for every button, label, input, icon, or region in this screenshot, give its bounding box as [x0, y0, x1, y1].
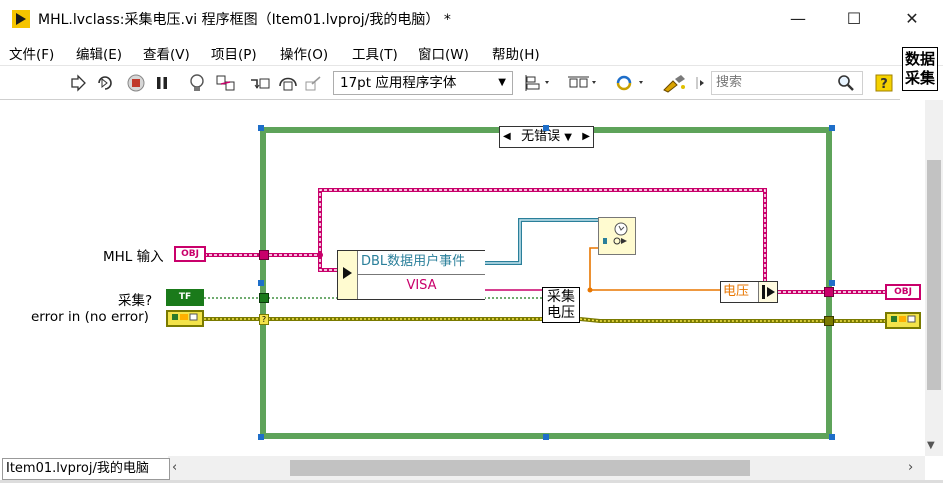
user-event-wire[interactable] [484, 218, 598, 265]
unbundle-by-name-node[interactable]: DBL数据用户事件 VISA [337, 250, 485, 300]
bundle-item-voltage[interactable]: 电压 [721, 282, 759, 302]
mhl-input-label: MHL 输入 [103, 249, 164, 265]
context-help-icon[interactable]: ? [873, 72, 895, 94]
menu-edit[interactable]: 编辑(E) [76, 47, 123, 63]
pause-icon[interactable] [152, 72, 172, 94]
wire-junction [587, 287, 593, 293]
step-out-icon[interactable] [303, 72, 327, 94]
error-out-cluster-terminal[interactable] [885, 312, 921, 329]
search-arrow-icon [694, 72, 708, 94]
resize-handle[interactable] [258, 434, 264, 440]
menu-window[interactable]: 窗口(W) [418, 47, 469, 63]
object-wire[interactable] [204, 188, 885, 294]
object-terminal-text: OBJ [181, 249, 199, 259]
maximize-button[interactable]: ☐ [846, 9, 862, 28]
mhl-input-terminal[interactable]: OBJ [174, 246, 206, 262]
menu-operate[interactable]: 操作(O) [280, 47, 329, 63]
resize-handle[interactable] [258, 280, 264, 286]
clean-up-diagram-icon[interactable] [660, 72, 690, 94]
title-bar [0, 0, 943, 38]
project-path-status: Item01.lvproj/我的电脑 [2, 458, 170, 480]
object-input-tunnel[interactable] [259, 250, 269, 260]
reorder-icon[interactable] [612, 72, 648, 94]
labview-app-icon [12, 10, 30, 28]
font-select[interactable]: 17pt 应用程序字体 ▼ [333, 71, 513, 95]
toolbar: 17pt 应用程序字体 ▼ 搜索 ? [0, 66, 900, 100]
bundle-by-name-node[interactable]: 电压 [720, 281, 778, 303]
chevron-down-icon[interactable]: ▼ [564, 132, 572, 143]
run-arrow-icon[interactable] [68, 72, 88, 94]
search-placeholder: 搜索 [716, 75, 743, 90]
minimize-button[interactable]: — [790, 9, 806, 28]
svg-text:?: ? [880, 77, 888, 92]
mhl-output-terminal[interactable]: OBJ [885, 284, 921, 300]
boolean-terminal-text: TF [178, 292, 192, 302]
step-into-icon[interactable] [248, 72, 272, 94]
data-acquisition-palette-button[interactable]: 数据 采集 [902, 47, 938, 91]
window-title: MHL.lvclass:采集电压.vi 程序框图（Item01.lvproj/我… [38, 12, 451, 28]
scroll-down-icon[interactable]: ▼ [927, 440, 935, 451]
increment-arrow-icon[interactable]: ▶ [582, 131, 590, 142]
resize-handle[interactable] [829, 125, 835, 131]
run-continuous-icon[interactable] [94, 72, 116, 94]
wire-junction [317, 252, 323, 258]
resize-handle[interactable] [543, 434, 549, 440]
object-output-tunnel[interactable] [824, 287, 834, 297]
menu-help[interactable]: 帮助(H) [492, 47, 540, 63]
boolean-input-tunnel[interactable] [259, 293, 269, 303]
resize-handle[interactable] [829, 280, 835, 286]
search-icon[interactable] [835, 72, 857, 94]
menu-view[interactable]: 查看(V) [143, 47, 190, 63]
resize-handle[interactable] [829, 434, 835, 440]
font-select-value: 17pt 应用程序字体 [340, 75, 457, 91]
resize-handle[interactable] [543, 125, 549, 131]
step-over-icon[interactable] [276, 72, 300, 94]
acquire-boolean-terminal[interactable]: TF [166, 289, 204, 306]
error-in-label: error in (no error) [31, 309, 149, 325]
error-in-cluster-terminal[interactable] [166, 310, 204, 327]
distribute-objects-icon[interactable] [566, 72, 600, 94]
scroll-right-icon[interactable]: › [908, 460, 914, 475]
user-event-icon [603, 222, 628, 245]
acquire-voltage-subvi[interactable]: 采集 电压 [542, 287, 580, 323]
highlight-execution-icon[interactable] [186, 72, 208, 94]
decrement-arrow-icon[interactable]: ◀ [503, 131, 511, 142]
menu-file[interactable]: 文件(F) [9, 47, 55, 63]
acquire-input-label: 采集? [118, 293, 153, 309]
horizontal-scroll-thumb[interactable] [290, 460, 750, 476]
align-objects-icon[interactable] [522, 72, 554, 94]
resize-handle[interactable] [258, 125, 264, 131]
error-cluster-icon [891, 315, 916, 323]
vertical-scroll-thumb[interactable] [927, 160, 941, 390]
generate-user-event-node[interactable] [598, 217, 636, 255]
object-terminal-text: OBJ [894, 287, 912, 297]
scroll-left-icon[interactable]: ‹ [172, 460, 178, 475]
case-selector[interactable]: ◀ 无错误 ▼ ▶ [499, 126, 594, 148]
error-cluster-icon [172, 313, 198, 321]
bottom-edge [0, 480, 943, 483]
retain-wire-values-icon[interactable] [214, 72, 238, 94]
close-button[interactable]: ✕ [905, 9, 919, 28]
abort-icon[interactable] [125, 72, 147, 94]
search-input[interactable]: 搜索 [711, 71, 863, 95]
menu-bar: 文件(F) 编辑(E) 查看(V) 项目(P) 操作(O) 工具(T) 窗口(W… [0, 38, 943, 66]
palette-label: 数据 采集 [904, 50, 935, 87]
case-selector-terminal[interactable]: ? [259, 314, 269, 325]
unbundle-item-visa[interactable]: VISA [358, 275, 485, 299]
unbundle-item-user-event[interactable]: DBL数据用户事件 [358, 251, 485, 275]
chevron-down-icon: ▼ [498, 77, 506, 88]
case-selector-value: 无错误 [521, 129, 561, 144]
error-output-tunnel[interactable] [824, 316, 834, 326]
menu-project[interactable]: 项目(P) [211, 47, 257, 63]
bundle-output-icon [760, 282, 778, 302]
voltage-wire-branch[interactable] [589, 247, 598, 290]
unbundle-input-icon [338, 251, 358, 299]
menu-tools[interactable]: 工具(T) [352, 47, 398, 63]
